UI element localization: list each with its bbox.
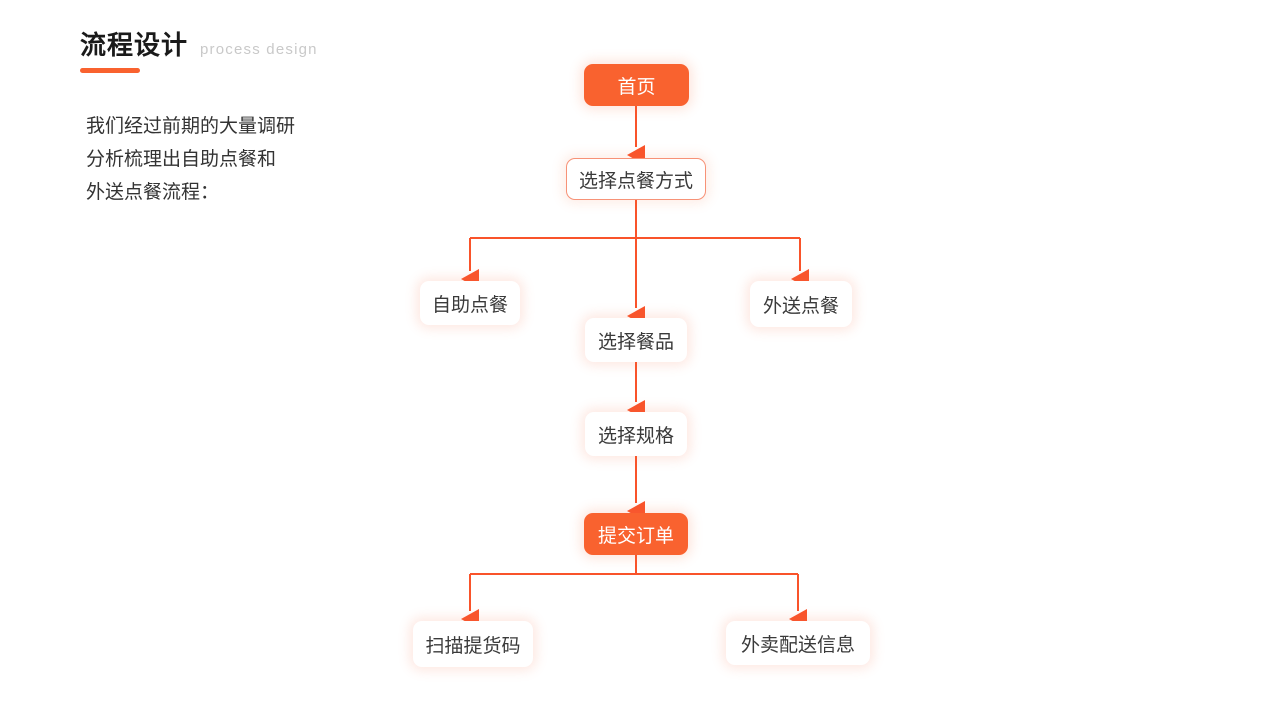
node-delivery-order[interactable]: 外送点餐 xyxy=(750,281,852,327)
title-row: 流程设计 process design xyxy=(80,32,440,58)
node-delivery-info[interactable]: 外卖配送信息 xyxy=(726,621,870,665)
node-scan-pickup[interactable]: 扫描提货码 xyxy=(413,621,533,667)
title-underline-accent xyxy=(80,68,140,73)
node-home[interactable]: 首页 xyxy=(584,64,689,106)
node-select-dish[interactable]: 选择餐品 xyxy=(585,318,687,362)
node-select-spec[interactable]: 选择规格 xyxy=(585,412,687,456)
node-self-order[interactable]: 自助点餐 xyxy=(420,281,520,325)
page-subtitle: process design xyxy=(200,41,318,58)
node-order-method[interactable]: 选择点餐方式 xyxy=(566,158,706,200)
intro-paragraph: 我们经过前期的大量调研 分析梳理出自助点餐和 外送点餐流程： xyxy=(86,116,296,203)
page-title: 流程设计 xyxy=(80,30,189,60)
header-block: 流程设计 process design 我们经过前期的大量调研 分析梳理出自助点… xyxy=(80,32,440,203)
node-submit-order[interactable]: 提交订单 xyxy=(584,513,688,555)
